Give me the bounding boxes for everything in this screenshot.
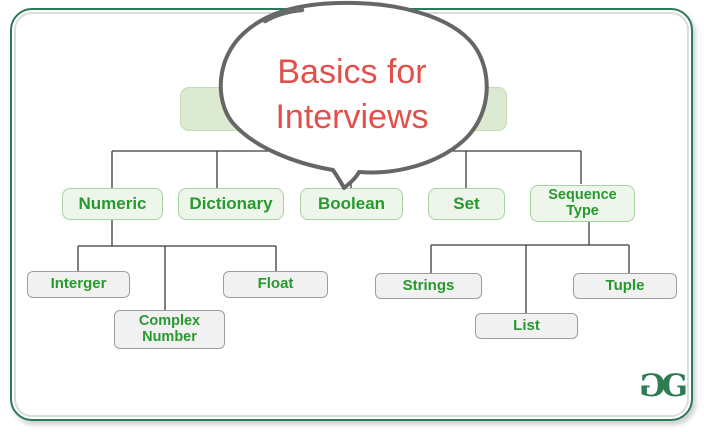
node-list: List: [475, 313, 578, 339]
node-interger-label: Interger: [50, 275, 107, 293]
node-numeric: Numeric: [62, 188, 163, 220]
node-list-label: List: [513, 316, 540, 334]
node-tuple-label: Tuple: [605, 276, 645, 294]
node-dictionary-label: Dictionary: [189, 193, 273, 213]
node-set-label: Set: [453, 193, 480, 213]
node-complex-number: Complex Number: [114, 310, 225, 349]
node-boolean-label: Boolean: [317, 193, 386, 213]
node-boolean: Boolean: [300, 188, 403, 220]
node-set: Set: [428, 188, 505, 220]
node-sequence-type-label: Sequence Type: [548, 186, 617, 219]
bubble-line-1: Basics for: [277, 53, 427, 91]
node-dictionary: Dictionary: [178, 188, 284, 220]
node-strings: Strings: [375, 273, 482, 299]
node-tuple: Tuple: [573, 273, 677, 299]
pen-stroke-icon: [262, 7, 305, 24]
speech-bubble-outline: [218, 0, 489, 190]
logo-g: G: [661, 368, 688, 404]
node-strings-label: Strings: [402, 276, 455, 294]
node-interger: Interger: [27, 271, 130, 298]
node-sequence-type: Sequence Type: [530, 185, 635, 222]
node-float: Float: [223, 271, 328, 298]
node-numeric-label: Numeric: [78, 193, 147, 213]
node-float-label: Float: [257, 275, 294, 293]
geeksforgeeks-logo: GG: [639, 368, 688, 404]
bubble-annotation: Basics for Interviews: [240, 50, 464, 140]
node-complex-number-label: Complex Number: [138, 312, 201, 345]
bubble-line-2: Interviews: [275, 98, 429, 136]
